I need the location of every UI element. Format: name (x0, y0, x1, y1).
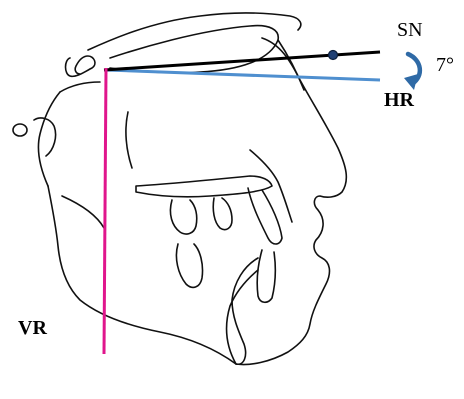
upper-incisor-outline (248, 188, 282, 244)
posterior-skull-outline (38, 92, 60, 186)
pterygoid-plate-outline (126, 112, 132, 168)
ramus-outline (62, 196, 104, 228)
chin-outline (227, 270, 258, 364)
mastoid-outline (34, 118, 56, 156)
hard-palate-outline (136, 176, 272, 197)
nasion-point-icon (329, 51, 338, 60)
angle-label: 7° (436, 55, 454, 75)
hr-label: HR (384, 90, 414, 110)
ear-rod-ring (13, 124, 27, 136)
anterior-cranial-base-outline (88, 13, 301, 50)
sphenoid-outline (60, 82, 100, 92)
lower-molar-outline (176, 244, 202, 287)
vr-line (104, 68, 106, 354)
hr-line (106, 70, 380, 80)
lower-incisor-outline (257, 250, 275, 302)
sn-label: SN (397, 20, 423, 40)
sella-turcica-outline (66, 56, 95, 76)
vr-label: VR (18, 318, 47, 338)
premolar-outline (213, 198, 232, 230)
upper-molar-outline (170, 200, 196, 234)
orbit-outline (110, 26, 278, 73)
angle-arrowhead-icon (404, 74, 418, 90)
sn-line (104, 52, 380, 70)
